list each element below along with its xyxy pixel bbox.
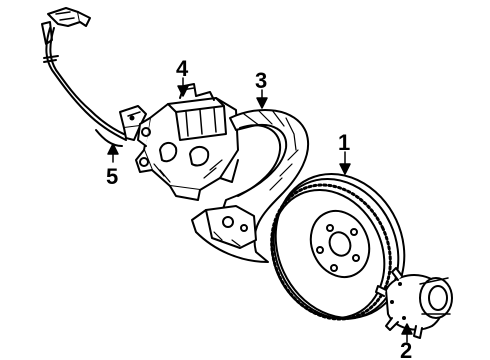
abs-sensor-harness: [41, 7, 147, 147]
splash-shield: [191, 108, 310, 263]
callout-arrows: [107, 77, 413, 343]
callout-2: 2: [400, 338, 412, 360]
callout-3: 3: [255, 68, 267, 93]
caliper: [135, 83, 239, 201]
callout-1: 1: [338, 130, 350, 155]
wheel-hub: [375, 267, 453, 339]
callout-labels: 1 2 3 4 5: [106, 56, 412, 360]
callout-5: 5: [106, 164, 118, 189]
brake-rotor: [270, 172, 406, 321]
callout-4: 4: [176, 56, 189, 81]
